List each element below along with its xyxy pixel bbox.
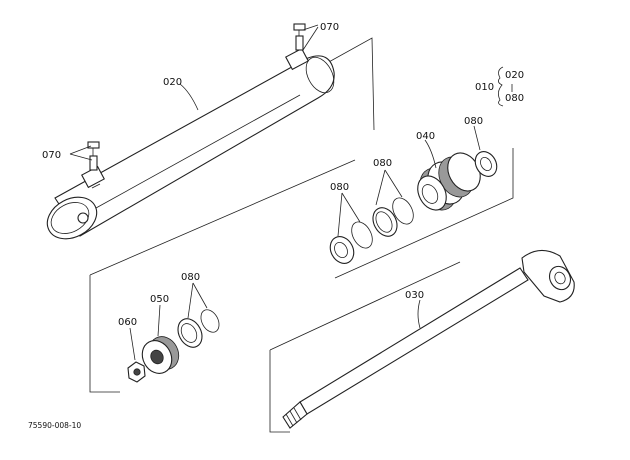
piston-rod (282, 249, 575, 429)
callout-040: 040 (416, 131, 435, 142)
callout-080-mid: 080 (330, 182, 349, 193)
figure-id: 75590-008-10 (28, 421, 81, 430)
callout-020-legend: 020 (505, 70, 524, 81)
callout-080-right: 080 (464, 116, 483, 127)
callout-080-legend: 080 (505, 93, 524, 104)
leader-lines (69, 24, 513, 361)
callout-070-left: 070 (42, 150, 61, 161)
callout-020-tube: 020 (163, 77, 182, 88)
callout-070-top: 070 (320, 22, 339, 33)
seal-rings-upper (329, 151, 498, 264)
callout-labels: 070 070 020 010 020 080 080 040 080 080 … (28, 22, 524, 430)
group-boundary-lines (89, 37, 514, 433)
piston-assembly (127, 309, 220, 383)
callout-010: 010 (475, 82, 494, 93)
callout-060: 060 (118, 317, 137, 328)
callout-080-lower: 080 (181, 272, 200, 283)
cylinder-tube (46, 23, 335, 240)
callout-080-mid-upper: 080 (373, 158, 392, 169)
gland-part (417, 152, 481, 211)
callout-050: 050 (150, 294, 169, 305)
callout-030: 030 (405, 290, 424, 301)
